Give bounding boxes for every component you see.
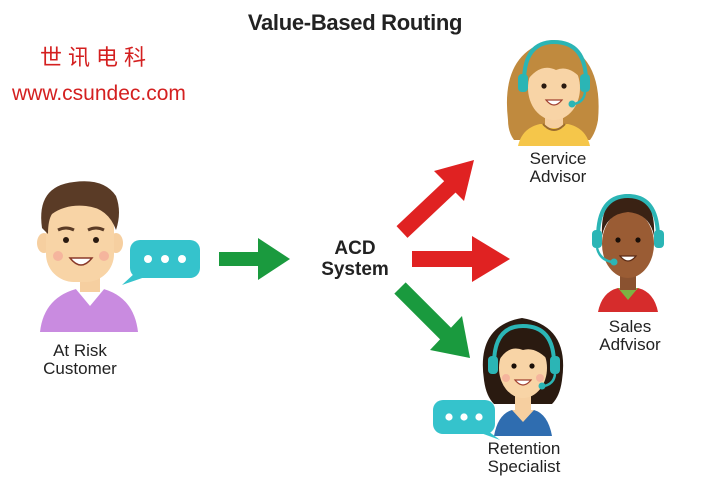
- retention-specialist-avatar: [482, 318, 564, 436]
- retention-label-line2: Specialist: [487, 457, 561, 476]
- service-label-line1: Service: [529, 149, 587, 168]
- sales-advisor-label: Sales Adfvisor: [572, 318, 688, 354]
- chat-bubble-icon: [122, 240, 200, 285]
- customer-label-line2: Customer: [43, 359, 117, 378]
- service-advisor-label: Service Advisor: [500, 150, 616, 186]
- arrow-acd-to-sales: [412, 236, 510, 282]
- customer-avatar: [37, 181, 138, 332]
- sales-advisor-avatar: [592, 193, 664, 312]
- sales-label-line1: Sales: [608, 317, 652, 336]
- customer-label: At Risk Customer: [20, 342, 140, 378]
- arrow-customer-to-acd: [219, 238, 290, 280]
- watermark-company: 世讯电科: [40, 46, 153, 71]
- sales-label-line2: Adfvisor: [599, 335, 661, 354]
- acd-label-line1: ACD: [334, 238, 376, 259]
- retention-label-line1: Retention: [487, 439, 561, 458]
- diagram-title: Value-Based Routing: [247, 10, 463, 35]
- arrow-acd-to-retention: [394, 282, 470, 358]
- acd-label-line2: System: [321, 259, 389, 280]
- service-label-line2: Advisor: [529, 167, 587, 186]
- customer-label-line1: At Risk: [53, 341, 107, 360]
- service-advisor-avatar: [506, 39, 599, 146]
- retention-specialist-label: Retention Specialist: [464, 440, 584, 476]
- watermark-url: www.csundec.com: [12, 82, 186, 105]
- arrow-acd-to-service: [396, 160, 474, 238]
- retention-chat-bubble-icon: [433, 400, 500, 440]
- acd-system-label: ACD System: [300, 238, 410, 280]
